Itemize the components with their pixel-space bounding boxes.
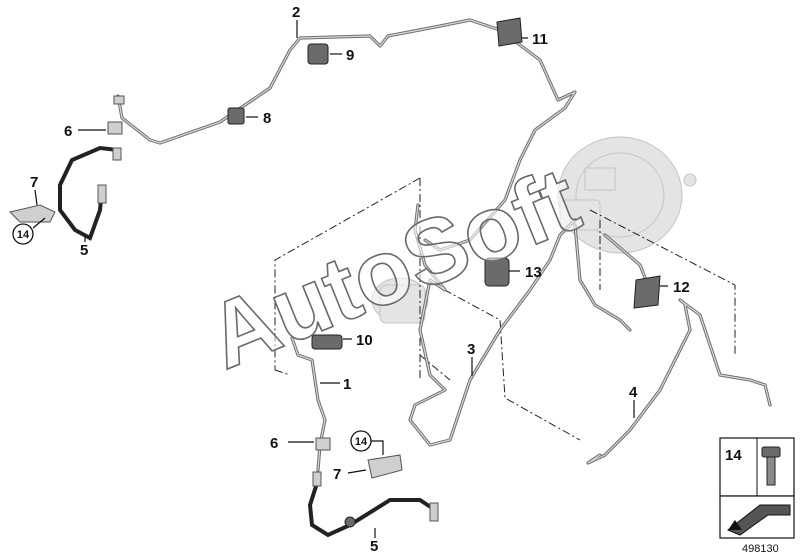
brake-pipe-3 — [408, 203, 577, 447]
callout-c10: 10 — [356, 332, 373, 349]
callout-c6a: 6 — [64, 123, 72, 140]
pad-11 — [496, 17, 523, 47]
inset-label: 14 — [725, 447, 742, 464]
holder-10 — [311, 334, 343, 350]
callout-c11: 11 — [532, 31, 548, 48]
callout-c1: 1 — [343, 376, 351, 393]
bolt-icon — [761, 446, 781, 486]
callout-c7b: 7 — [333, 466, 341, 483]
leader-line-c7b — [347, 469, 367, 474]
brake-hose-5-upper — [58, 145, 122, 241]
callout-c4: 4 — [629, 384, 638, 401]
callout-c3: 3 — [467, 341, 475, 358]
callout-c12: 12 — [673, 279, 690, 296]
callout-c6b: 6 — [270, 435, 278, 452]
circle-callout-label-c14b: 14 — [355, 436, 368, 448]
bracket-6-lower — [315, 437, 331, 451]
callout-c9: 9 — [346, 47, 354, 64]
callout-c2: 2 — [292, 4, 300, 21]
brake-pipe-2 — [113, 18, 577, 252]
clip-8 — [227, 107, 245, 125]
sensor-7-upper — [9, 204, 56, 223]
reference-number: 498130 — [742, 543, 779, 555]
circle-callout-label-c14a: 14 — [17, 229, 30, 241]
callout-c7a: 7 — [30, 174, 38, 191]
brake-hose-5-lower — [307, 471, 439, 538]
leader-line-c7a — [34, 189, 38, 206]
assembly-guide-lines — [274, 177, 736, 441]
callout-c13: 13 — [525, 264, 542, 281]
brake-booster-ghost — [557, 136, 697, 254]
direction-arrow-icon — [727, 504, 791, 536]
brake-pipe-4 — [573, 223, 772, 465]
circle-callout-c14a — [12, 223, 34, 245]
holder-12 — [633, 275, 661, 309]
callout-c8: 8 — [263, 110, 271, 127]
circle-leader-c14b — [371, 440, 384, 455]
bracket-6-upper — [107, 121, 123, 135]
abs-unit-ghost — [371, 277, 429, 324]
sensor-7-lower — [367, 454, 403, 479]
inset-part-14: 14 — [719, 437, 795, 539]
circle-leader-c14a — [32, 217, 46, 229]
callout-c5a: 5 — [80, 242, 88, 259]
connector-13 — [484, 257, 510, 287]
clip-9 — [307, 43, 329, 65]
callout-c5b: 5 — [370, 538, 378, 555]
